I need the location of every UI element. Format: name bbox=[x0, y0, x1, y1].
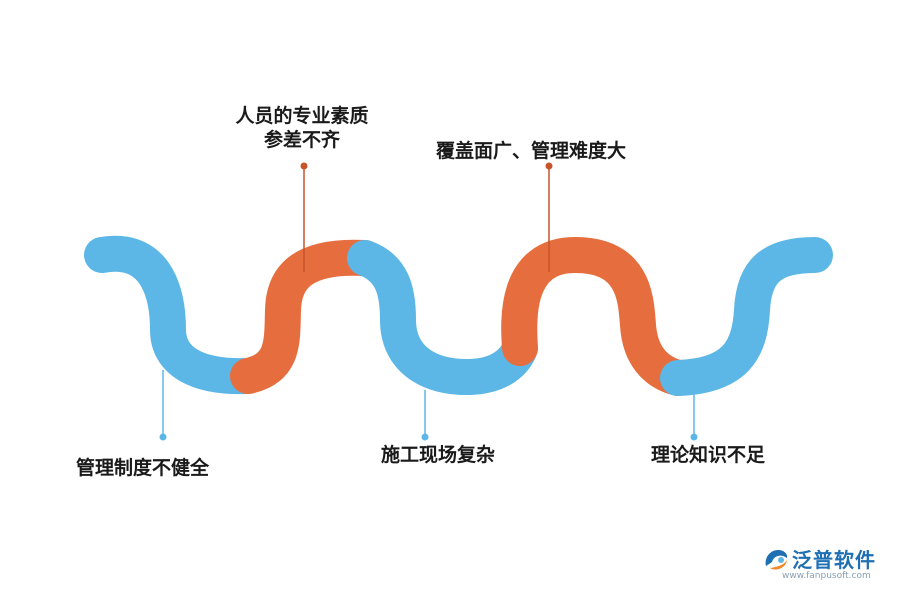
wave-segment-2 bbox=[230, 239, 383, 394]
label-coverage-wide: 覆盖面广、管理难度大 bbox=[436, 140, 627, 162]
logo-url: www.fanpusoft.com bbox=[782, 571, 871, 581]
label-staff-quality-line2: 参差不齐 bbox=[263, 129, 340, 151]
label-staff-quality-line1: 人员的专业素质 bbox=[235, 105, 369, 127]
wave-segment-5 bbox=[660, 237, 833, 396]
dot-theory-knowledge bbox=[690, 433, 698, 441]
fanpu-logo: 泛普软件 www.fanpusoft.com bbox=[762, 544, 890, 586]
wave-segment-1 bbox=[84, 235, 266, 395]
label-management-system: 管理制度不健全 bbox=[76, 457, 210, 479]
dot-coverage-wide bbox=[545, 162, 553, 170]
label-site-complex: 施工现场复杂 bbox=[381, 444, 496, 466]
dot-site-complex bbox=[421, 433, 429, 441]
fanpu-logo-icon bbox=[765, 550, 788, 570]
logo-name: 泛普软件 bbox=[792, 548, 876, 572]
label-staff-quality: 人员的专业素质 参差不齐 bbox=[222, 104, 382, 152]
wave-segment-3 bbox=[347, 240, 538, 395]
dot-management-system bbox=[159, 433, 167, 441]
label-theory-knowledge: 理论知识不足 bbox=[651, 444, 766, 466]
wave-segment-4 bbox=[501, 237, 696, 396]
dot-staff-quality bbox=[300, 162, 308, 170]
